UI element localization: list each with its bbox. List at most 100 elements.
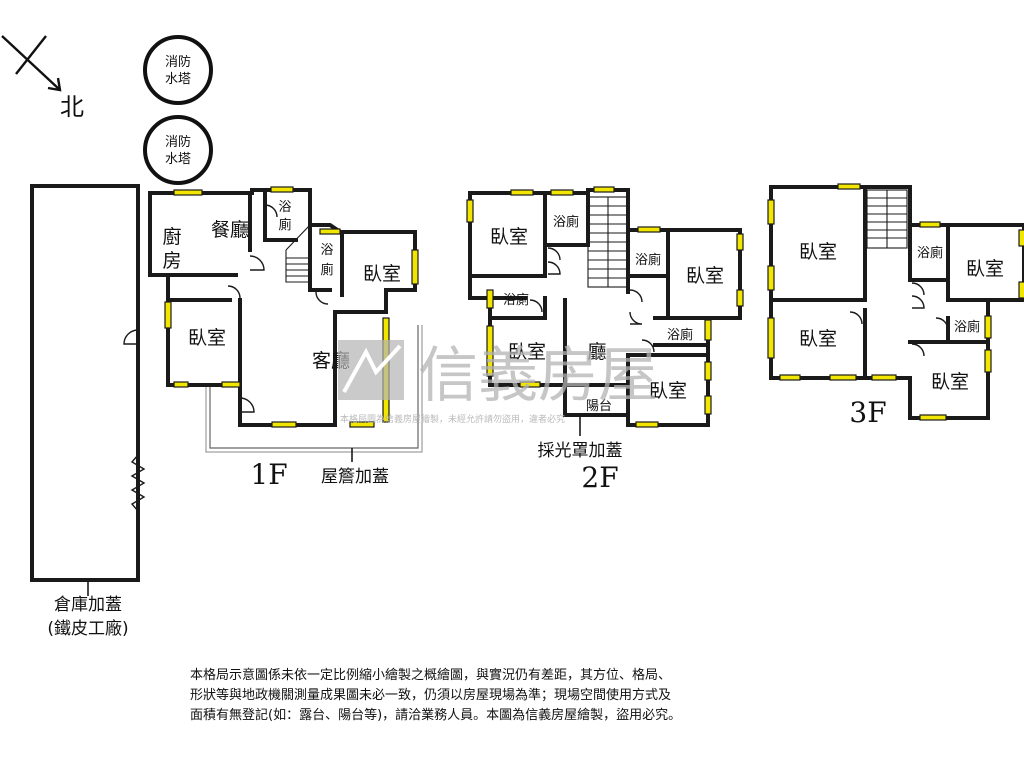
floor-3-label: 3F bbox=[849, 396, 886, 429]
room-2f-bedroom-w: 臥室 bbox=[508, 341, 546, 363]
door-3f-b bbox=[911, 295, 925, 309]
compass-arrow-line bbox=[1, 35, 61, 91]
tank-label-line2: 水塔 bbox=[165, 152, 191, 167]
window-3f-10 bbox=[1018, 281, 1024, 299]
tank-label-line1: 消防 bbox=[165, 134, 191, 150]
room-2f-balcony: 陽台 bbox=[586, 399, 612, 414]
room-2f-bedroom-ne: 臥室 bbox=[686, 265, 724, 287]
window-3f-9 bbox=[1018, 229, 1024, 247]
door-3f-c bbox=[849, 311, 863, 325]
window-1f-3 bbox=[319, 228, 341, 235]
window-2f-1 bbox=[466, 199, 474, 223]
tank-label-line2: 水塔 bbox=[165, 72, 191, 87]
door-bath1 bbox=[264, 204, 278, 218]
stair-3f bbox=[866, 189, 908, 249]
door-entry bbox=[239, 397, 255, 413]
disclaimer-line: 形狀等與地政機關測量成果圖未必一致，仍須以房屋現場為準；現場空間使用方式及 bbox=[190, 688, 672, 703]
eave-extension-inner bbox=[205, 325, 423, 453]
window-1f-7 bbox=[221, 381, 241, 388]
room-kitchen-line1: 廚 bbox=[162, 225, 181, 248]
room-2f-bath-right-mid: 浴廁 bbox=[667, 327, 693, 343]
window-1f-2 bbox=[270, 186, 294, 193]
watermark-brand: 信義房屋 bbox=[418, 341, 658, 411]
warehouse-label-line2: (鐵皮工廠) bbox=[47, 618, 128, 639]
tank-label-line1: 消防 bbox=[165, 54, 191, 70]
window-3f-12 bbox=[984, 349, 992, 373]
window-3f-7 bbox=[871, 374, 897, 381]
door-2f-b bbox=[547, 261, 561, 275]
warehouse-outline bbox=[30, 184, 140, 582]
floor-3-plan: 臥室 臥室 浴廁 臥室 浴廁 臥室 3F bbox=[767, 183, 1024, 429]
door-bedroom-w bbox=[227, 285, 241, 299]
compass-cross-line bbox=[15, 35, 47, 75]
floor-2-label: 2F bbox=[581, 461, 618, 494]
room-3f-bedroom-ne: 臥室 bbox=[966, 258, 1004, 280]
disclaimer-line: 本格局示意圖係未依一定比例縮小繪製之概繪圖，與實況仍有差距，其方位、格局、 bbox=[190, 668, 672, 683]
door-bath2 bbox=[315, 291, 329, 305]
window-2f-10 bbox=[519, 381, 541, 388]
room-3f-bath-mid: 浴廁 bbox=[954, 319, 980, 335]
eave-annotation: 屋簷加蓋 bbox=[321, 467, 389, 487]
room-dining: 餐廳 bbox=[211, 219, 249, 241]
window-1f-5 bbox=[164, 301, 172, 329]
compass-arrowhead bbox=[47, 77, 62, 92]
window-2f-13 bbox=[704, 395, 712, 415]
warehouse-zigzag bbox=[130, 454, 146, 512]
fire-water-tank-2: 消防 水塔 bbox=[143, 115, 213, 185]
room-3f-bedroom-nw: 臥室 bbox=[799, 241, 837, 263]
door-2f-f bbox=[641, 339, 655, 353]
window-1f-6 bbox=[173, 381, 189, 388]
watermark-logo-mark bbox=[342, 344, 402, 393]
door-3f-e bbox=[935, 317, 949, 331]
room-2f-bedroom-se: 臥室 bbox=[649, 380, 687, 402]
window-1f-1 bbox=[173, 189, 203, 196]
fire-water-tank-1: 消防 水塔 bbox=[143, 35, 213, 105]
room-2f-hall: 廳 bbox=[587, 341, 606, 363]
room-2f-bath-top: 浴廁 bbox=[553, 214, 579, 230]
watermark-notice: 本格局圖為信義房屋繪製，未經允許請勿盜用，違者必究 bbox=[340, 413, 565, 425]
floor-1-plan: 廚 房 餐廳 浴 廁 浴 廁 臥室 臥室 客廳 1F 屋簷加蓋 bbox=[148, 186, 423, 491]
window-2f-6 bbox=[736, 233, 744, 251]
eave-extension-outline bbox=[209, 325, 419, 449]
watermark-logo bbox=[338, 340, 404, 400]
room-bath1-line1: 浴 bbox=[278, 200, 291, 215]
window-2f-11 bbox=[704, 319, 712, 341]
door-3f-d bbox=[911, 343, 925, 357]
room-3f-bath-top: 浴廁 bbox=[917, 245, 943, 261]
window-3f-4 bbox=[767, 317, 775, 359]
disclaimer-text: 本格局示意圖係未依一定比例縮小繪製之概繪圖，與實況仍有差距，其方位、格局、 形狀… bbox=[190, 666, 850, 726]
window-2f-4 bbox=[593, 186, 615, 193]
window-1f-9 bbox=[349, 421, 375, 428]
window-2f-2 bbox=[510, 189, 534, 196]
stair-2f bbox=[587, 196, 629, 288]
window-3f-2 bbox=[767, 265, 775, 291]
window-3f-13 bbox=[919, 414, 947, 421]
window-2f-7 bbox=[736, 289, 744, 307]
room-kitchen-line2: 房 bbox=[162, 250, 181, 272]
window-2f-5 bbox=[637, 226, 661, 233]
room-3f-bedroom-se: 臥室 bbox=[931, 371, 969, 393]
tank-circle bbox=[143, 35, 213, 105]
room-3f-bedroom-sw: 臥室 bbox=[799, 328, 837, 350]
window-3f-3 bbox=[837, 183, 861, 190]
window-3f-1 bbox=[767, 199, 775, 225]
stair-1f bbox=[285, 223, 311, 283]
room-bath2-line2: 廁 bbox=[320, 262, 333, 278]
window-3f-6 bbox=[829, 374, 857, 381]
warehouse-label-line1: 倉庫加蓋 bbox=[54, 595, 122, 615]
room-bath2-line1: 浴 bbox=[320, 243, 333, 258]
warehouse-door bbox=[123, 329, 139, 345]
room-2f-bedroom-nw: 臥室 bbox=[490, 226, 528, 248]
door-2f-c bbox=[529, 299, 543, 313]
disclaimer-line: 面積有無登記(如：露台、陽台等)，請洽業務人員。本圖為信義房屋繪製，盜用必究。 bbox=[190, 708, 682, 723]
window-2f-14 bbox=[635, 421, 659, 428]
window-3f-11 bbox=[984, 315, 992, 339]
window-2f-12 bbox=[704, 361, 712, 381]
door-2f-a bbox=[547, 247, 561, 261]
door-2f-d bbox=[629, 289, 643, 303]
room-2f-bath-right-top: 浴廁 bbox=[635, 252, 661, 268]
room-bath1-line2: 廁 bbox=[278, 217, 291, 233]
floor-2-plan: 臥室 浴廁 浴廁 浴廁 臥室 浴廁 臥室 廳 陽台 臥室 採光罩加蓋 2F bbox=[466, 186, 744, 494]
door-dining bbox=[249, 255, 265, 271]
